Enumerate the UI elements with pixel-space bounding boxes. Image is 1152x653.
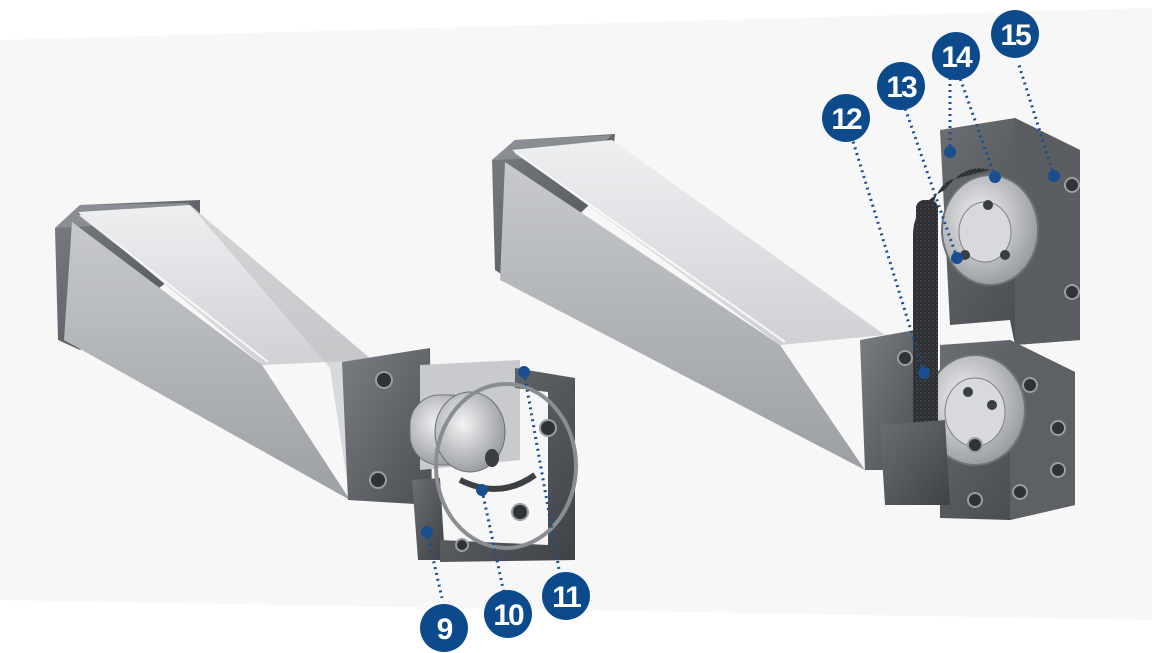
leader-dot-9 — [421, 526, 433, 538]
left-front-flange — [342, 348, 432, 505]
leader-13 — [903, 107, 959, 259]
callout-14-badge — [932, 32, 980, 80]
upper-pulley — [941, 174, 1039, 286]
leader-dot-14a — [944, 146, 956, 158]
callout-13: 13 — [877, 62, 925, 110]
callout-11: 11 — [542, 572, 590, 620]
left-actuator — [55, 200, 578, 562]
lower-pulley — [924, 354, 1026, 466]
callout-13-label: 13 — [886, 71, 917, 104]
callout-13-badge — [877, 62, 925, 110]
callout-9: 9 — [420, 604, 468, 652]
right-housing — [500, 140, 885, 470]
callout-14: 14 — [932, 32, 980, 80]
leader-dot-15 — [1048, 170, 1060, 182]
callout-9-badge — [420, 604, 468, 652]
callout-12: 12 — [822, 94, 870, 142]
callout-15: 15 — [991, 10, 1039, 58]
callout-12-badge — [822, 94, 870, 142]
callout-10-label: 10 — [493, 599, 524, 632]
callout-10: 10 — [484, 590, 532, 638]
right-actuator — [492, 118, 1080, 520]
callout-15-label: 15 — [1000, 19, 1031, 52]
callout-12-label: 12 — [831, 103, 862, 136]
callout-14-label: 14 — [941, 41, 973, 74]
leader-dot-14b — [989, 171, 1001, 183]
callout-10-badge — [484, 590, 532, 638]
leader-15 — [1016, 61, 1056, 177]
leader-12 — [850, 137, 926, 374]
leader-dot-13 — [951, 252, 963, 264]
leader-11 — [522, 371, 562, 576]
left-motor-adapter-plate — [412, 368, 578, 562]
leader-10 — [480, 489, 507, 599]
leader-endpoints — [421, 146, 1060, 538]
leader-dot-12 — [918, 367, 930, 379]
callout-9-label: 9 — [437, 613, 453, 646]
callout-11-badge — [542, 572, 590, 620]
leader-lines — [425, 61, 1056, 599]
callout-11-label: 11 — [552, 581, 581, 614]
leader-dot-11 — [518, 366, 530, 378]
callout-15-badge — [991, 10, 1039, 58]
leader-dot-10 — [476, 484, 488, 496]
right-lower-guard — [880, 420, 950, 505]
